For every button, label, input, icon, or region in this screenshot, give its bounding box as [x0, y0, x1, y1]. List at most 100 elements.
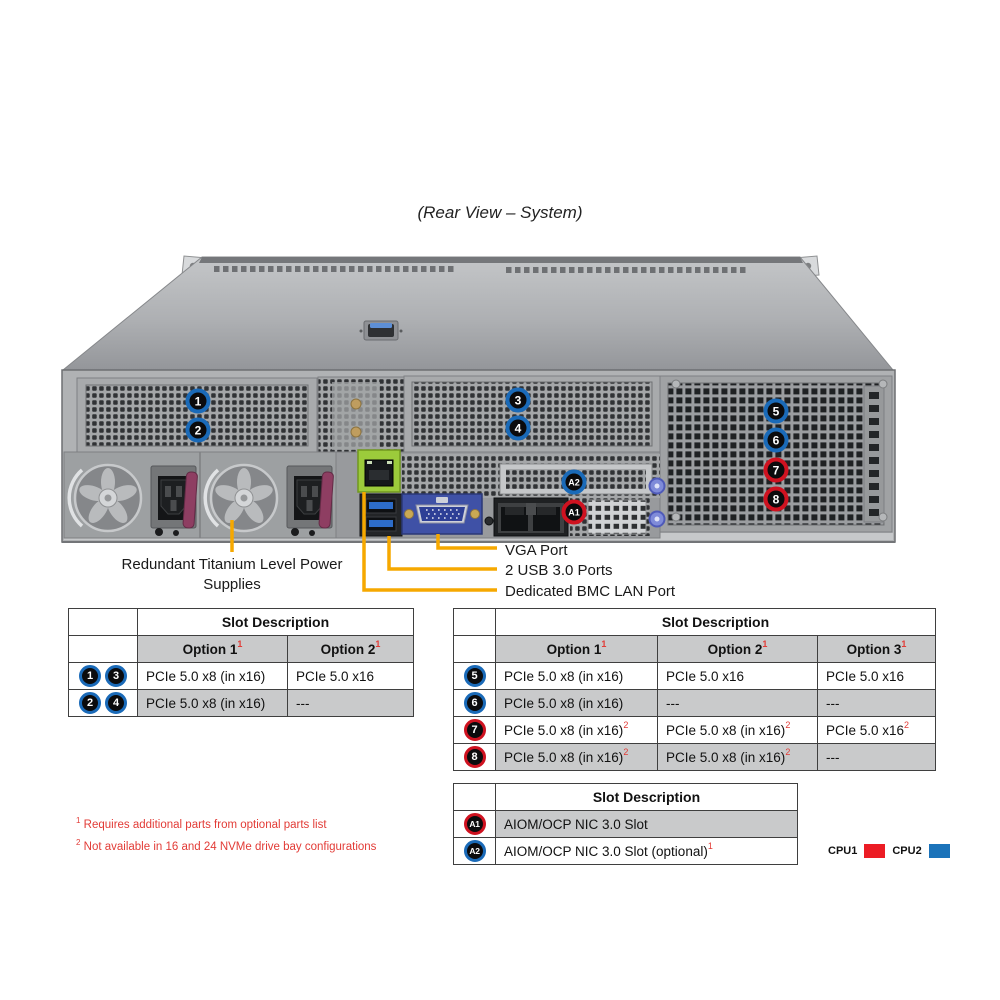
vga-port — [401, 493, 483, 535]
table-corner-cell — [453, 783, 496, 811]
option-row-corner-cell — [68, 635, 138, 663]
table-corner-cell — [68, 608, 138, 636]
slot-description-cell: PCIe 5.0 x8 (in x16)2 — [495, 743, 658, 771]
server-slot-badge-4: 4 — [505, 415, 531, 441]
slot-description-cell: PCIe 5.0 x8 (in x16)2 — [657, 716, 818, 744]
table-header-slot-description: Slot Description — [137, 608, 414, 636]
thumbscrew-top — [648, 477, 666, 495]
badge-cell: A1 — [453, 810, 496, 838]
slot-badge-2: 2 — [79, 692, 101, 714]
usb-callout-label: 2 USB 3.0 Ports — [505, 562, 613, 579]
server-rear-illustration: 1 2 3 4 5 6 7 8A1 A2 — [61, 255, 896, 592]
server-slot-badge-a1: A1 — [561, 499, 587, 525]
legend-label-cpu1: CPU1 — [828, 845, 858, 857]
svg-text:A2: A2 — [568, 478, 580, 488]
footnote: 2 Not available in 16 and 24 NVMe drive … — [76, 837, 377, 853]
slot-description-cell: PCIe 5.0 x8 (in x16)2 — [495, 716, 658, 744]
column-header-option-2: Option 21 — [657, 635, 818, 663]
server-slot-badge-1: 1 — [185, 388, 211, 414]
slot-description-cell: --- — [657, 689, 818, 717]
usb-callout-line — [387, 536, 497, 571]
power-supply-bay — [63, 451, 337, 539]
slot-description-cell: PCIe 5.0 x8 (in x16)2 — [657, 743, 818, 771]
footnote: 1 Requires additional parts from optiona… — [76, 816, 327, 831]
slot-description-cell: PCIe 5.0 x8 (in x16) — [495, 662, 658, 690]
bmc-callout-line — [362, 492, 497, 592]
vga-callout-label: VGA Port — [505, 542, 568, 559]
center-bracket-panel — [317, 376, 407, 455]
server-slot-badge-3: 3 — [505, 387, 531, 413]
badge-cell: 8 — [453, 743, 496, 771]
svg-text:A1: A1 — [568, 508, 580, 518]
server-slot-badge-2: 2 — [185, 417, 211, 443]
slot-badge-3: 3 — [105, 665, 127, 687]
table-corner-cell — [453, 608, 496, 636]
table-row: A1 AIOM/OCP NIC 3.0 Slot — [453, 810, 798, 838]
column-header-option-3: Option 31 — [817, 635, 936, 663]
top-latch — [359, 320, 403, 341]
option-row-corner-cell — [453, 635, 496, 663]
slot-description-cell: --- — [817, 743, 936, 771]
svg-text:3: 3 — [515, 394, 522, 408]
server-slot-badge-7: 7 — [763, 457, 789, 483]
footnotes: 1 Requires additional parts from optiona… — [76, 812, 376, 856]
chassis-top-lid — [61, 256, 895, 371]
slot-description-cell: AIOM/OCP NIC 3.0 Slot — [495, 810, 798, 838]
slot-description-cell: PCIe 5.0 x8 (in x16) — [137, 689, 288, 717]
cpu-legend: CPU1 CPU2 — [828, 844, 950, 858]
slot-description-cell: --- — [817, 689, 936, 717]
svg-text:1: 1 — [195, 395, 202, 409]
column-header-option-1: Option 11 — [495, 635, 658, 663]
badge-cell: 6 — [453, 689, 496, 717]
slot-badge-a1: A1 — [463, 813, 486, 835]
slot-description-cell: PCIe 5.0 x16 — [287, 662, 414, 690]
server-slot-badge-6: 6 — [763, 427, 789, 453]
svg-text:5: 5 — [773, 405, 780, 419]
slot-description-cell: PCIe 5.0 x8 (in x16) — [137, 662, 288, 690]
slot-badge-4: 4 — [105, 692, 127, 714]
svg-text:4: 4 — [515, 422, 522, 436]
slot-badge-6: 6 — [463, 692, 486, 714]
slot-description-cell: --- — [287, 689, 414, 717]
table-header-slot-description: Slot Description — [495, 783, 798, 811]
svg-text:6: 6 — [773, 434, 780, 448]
uid-button — [484, 516, 494, 526]
io-port-area — [335, 449, 666, 539]
rear-panel — [61, 369, 896, 543]
column-header-option-1: Option 11 — [137, 635, 288, 663]
server-slot-badge-5: 5 — [763, 398, 789, 424]
bmc-lan-port — [357, 449, 401, 493]
slot-badge-1: 1 — [79, 665, 101, 687]
perforated-bracket — [587, 499, 647, 535]
svg-text:2: 2 — [195, 424, 202, 438]
badge-cell: A2 — [453, 837, 496, 865]
server-slot-badge-a2: A2 — [561, 469, 587, 495]
column-header-option-2: Option 21 — [287, 635, 414, 663]
badge-cell: 7 — [453, 716, 496, 744]
slot-badge-8: 8 — [463, 746, 486, 768]
legend-label-cpu2: CPU2 — [892, 845, 922, 857]
pcie-grille-middle — [403, 375, 661, 453]
thumbscrew-bottom — [648, 510, 666, 528]
svg-text:8: 8 — [773, 493, 780, 507]
slot-badge-7: 7 — [463, 719, 486, 741]
legend-swatch-cpu2 — [928, 844, 950, 858]
svg-text:7: 7 — [773, 464, 780, 478]
bmc-callout-label: Dedicated BMC LAN Port — [505, 583, 676, 600]
slot-description-cell: PCIe 5.0 x16 — [657, 662, 818, 690]
slot-badge-a2: A2 — [463, 840, 486, 862]
page-title: (Rear View – System) — [417, 203, 583, 222]
slot-description-cell: PCIe 5.0 x8 (in x16) — [495, 689, 658, 717]
